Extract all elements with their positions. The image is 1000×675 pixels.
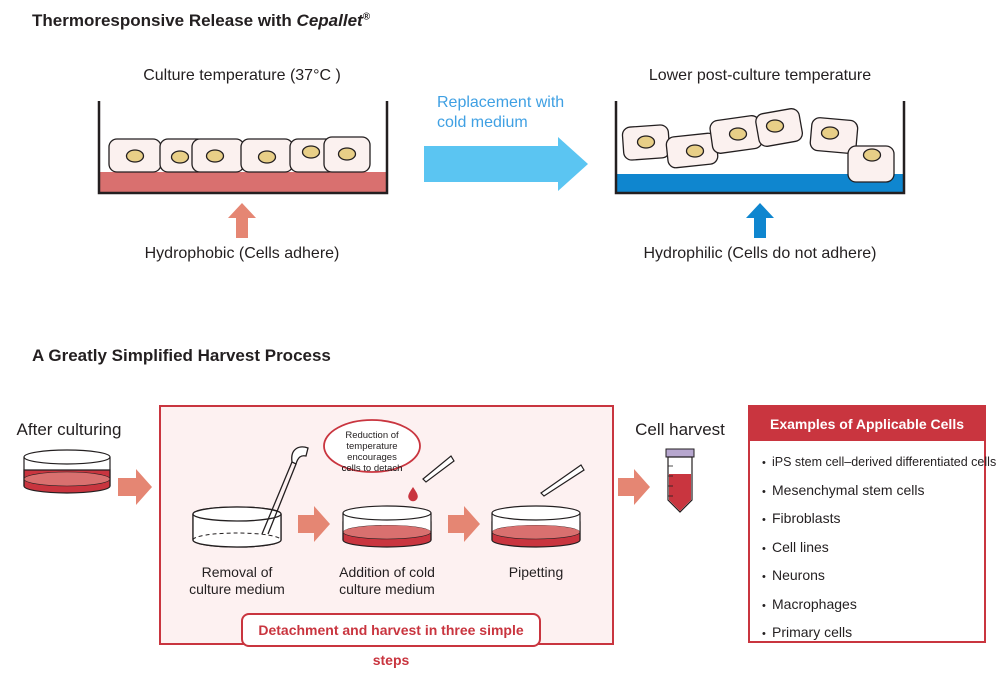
- hydrophilic-up-arrow: [746, 203, 774, 238]
- section1-title: Thermoresponsive Release with Cepallet®: [32, 11, 370, 31]
- example-item: Mesenchymal stem cells: [762, 477, 984, 506]
- arrow-to-harvest: [618, 469, 650, 505]
- step1-line2: culture medium: [189, 581, 285, 597]
- bubble-line3-front: cells to detach: [341, 463, 403, 474]
- bubble-line2-front: temperature encourages: [346, 441, 398, 463]
- adhered-cells: [108, 136, 371, 173]
- after-culturing-dish: [23, 449, 111, 494]
- title-brand: Cepallet: [296, 11, 363, 30]
- right-dish-outline: [614, 101, 906, 195]
- step1-line1: Removal of: [201, 564, 273, 580]
- title-prefix: Thermoresponsive Release with: [32, 11, 297, 30]
- step2-label: Addition of cold culture medium: [323, 564, 451, 598]
- section2-title: A Greatly Simplified Harvest Process: [32, 346, 331, 365]
- examples-title: Examples of Applicable Cells: [750, 407, 984, 441]
- hydrophobic-up-arrow: [228, 203, 256, 238]
- replacement-label: Replacement with cold medium: [437, 93, 564, 133]
- examples-box: Examples of Applicable Cells iPS stem ce…: [748, 405, 996, 643]
- lower-temp-label: Lower post-culture temperature: [648, 67, 872, 84]
- culture-temp-label: Culture temperature (37°C ): [143, 67, 341, 84]
- replacement-line2: cold medium: [437, 114, 528, 131]
- arrow-to-panel: [118, 469, 152, 505]
- cell-harvest-label: Cell harvest: [635, 420, 725, 439]
- example-item: iPS stem cell–derived differentiated cel…: [762, 449, 996, 477]
- title-mark: ®: [362, 11, 371, 23]
- left-culture-dish: [97, 101, 389, 195]
- bubble-text-front: Reduction of temperature encourages cell…: [324, 430, 420, 474]
- harvest-tube-icon: [665, 448, 695, 513]
- hydrophobic-layer: [99, 172, 387, 193]
- hydrophobic-label: Hydrophobic (Cells adhere): [144, 245, 340, 262]
- example-item: Fibroblasts: [762, 505, 984, 534]
- three-steps-label: Detachment and harvest in three simple s…: [241, 613, 541, 668]
- example-item: Macrophages: [762, 591, 984, 620]
- hydrophilic-layer: [616, 174, 904, 193]
- step2-line1: Addition of cold: [339, 564, 435, 580]
- step3-label: Pipetting: [508, 564, 564, 580]
- replacement-arrow: [424, 137, 588, 191]
- example-item: Cell lines: [762, 534, 984, 563]
- detached-cells: [621, 108, 895, 183]
- replacement-line1: Replacement with: [437, 94, 565, 111]
- step1-label: Removal of culture medium: [177, 564, 297, 598]
- examples-list: iPS stem cell–derived differentiated cel…: [750, 441, 996, 648]
- example-item: Primary cells: [762, 619, 984, 648]
- right-culture-dish: [614, 101, 906, 195]
- hydrophilic-label: Hydrophilic (Cells do not adhere): [643, 245, 877, 262]
- example-item: Neurons: [762, 562, 984, 591]
- left-dish-outline: [97, 101, 389, 195]
- bubble-line1-front: Reduction of: [345, 430, 399, 441]
- step2-line2: culture medium: [339, 581, 435, 597]
- after-culturing-label: After culturing: [16, 420, 122, 439]
